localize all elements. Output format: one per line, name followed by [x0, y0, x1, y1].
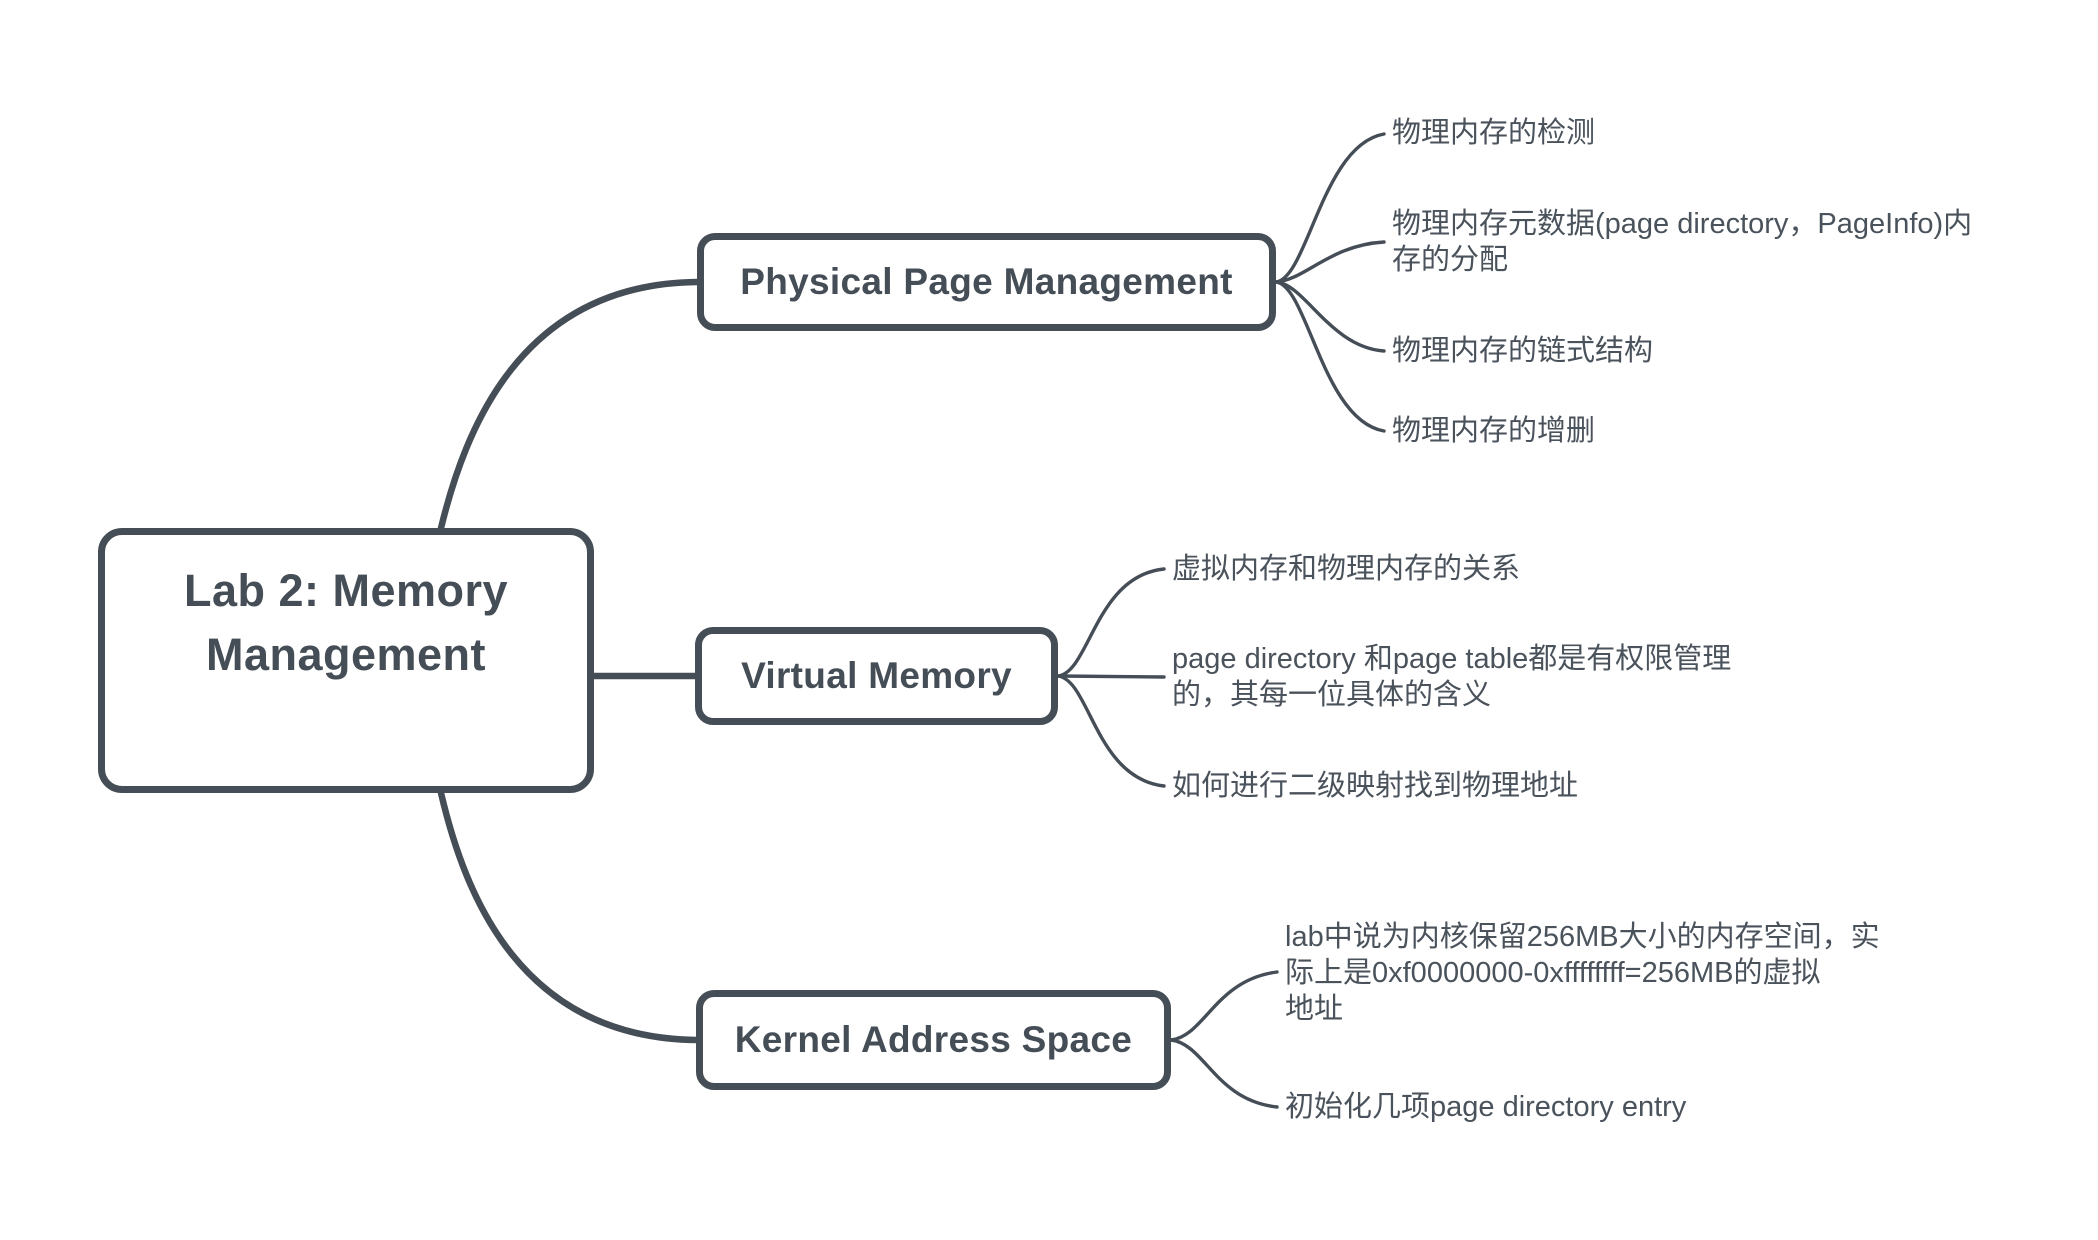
- connector-branch-1-leaf-3: [1274, 280, 1386, 353]
- branch-label: Physical Page Management: [740, 261, 1233, 302]
- branch-node-physical-page-management[interactable]: Physical Page Management: [697, 233, 1276, 331]
- connector-branch-3-leaf-2: [1169, 1038, 1279, 1109]
- leaf-node-add-remove[interactable]: 物理内存的增删: [1392, 415, 1596, 447]
- root-node-title: Lab 2: Memory Management: [183, 565, 509, 680]
- connector-branch-1-leaf-2: [1274, 240, 1386, 284]
- leaf-node-metadata-allocation[interactable]: 物理内存元数据(page directory，PageInfo)内 存的分配: [1392, 208, 1973, 276]
- connector-branch-2-leaf-2: [1056, 674, 1166, 679]
- connector-root-to-branch-3: [437, 789, 701, 1044]
- connector-branch-1-leaf-1: [1274, 132, 1386, 284]
- branch-label: Kernel Address Space: [734, 1019, 1133, 1060]
- leaf-node-memory-detection[interactable]: 物理内存的检测: [1392, 117, 1596, 149]
- branch-node-kernel-address-space[interactable]: Kernel Address Space: [696, 990, 1171, 1090]
- branch-label: Virtual Memory: [741, 655, 1012, 696]
- leaf-node-permission-bits[interactable]: page directory 和page table都是有权限管理 的，其每一位…: [1172, 643, 1732, 711]
- connector-branch-3-leaf-1: [1169, 970, 1279, 1042]
- root-node[interactable]: Lab 2: Memory Management: [98, 528, 594, 793]
- leaf-node-kernel-reserved-256mb[interactable]: lab中说为内核保留256MB大小的内存空间，实 际上是0xf0000000-0…: [1285, 921, 1880, 1025]
- leaf-node-init-pde[interactable]: 初始化几项page directory entry: [1285, 1091, 1687, 1123]
- connector-branch-2-leaf-1: [1056, 567, 1166, 678]
- connector-branch-2-leaf-3: [1056, 674, 1166, 788]
- connector-branch-1-leaf-4: [1274, 280, 1386, 433]
- branch-node-virtual-memory[interactable]: Virtual Memory: [695, 627, 1058, 725]
- leaf-node-virt-phys-relation[interactable]: 虚拟内存和物理内存的关系: [1172, 553, 1521, 585]
- leaf-node-linked-structure[interactable]: 物理内存的链式结构: [1392, 335, 1654, 367]
- connector-root-to-branch-1: [437, 278, 701, 532]
- leaf-node-two-level-mapping[interactable]: 如何进行二级映射找到物理地址: [1172, 770, 1579, 802]
